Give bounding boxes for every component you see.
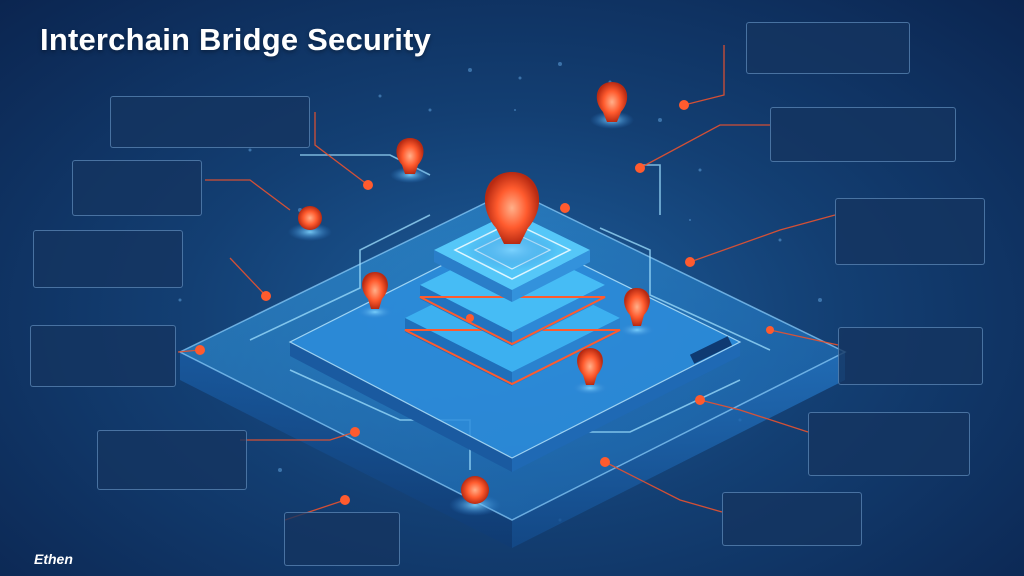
callout-box <box>770 107 956 162</box>
callout-box <box>835 198 985 265</box>
brand-logo: Ethen <box>34 551 73 567</box>
callout-box <box>33 230 183 288</box>
connector-dots <box>195 100 774 505</box>
connector-lines <box>177 45 839 521</box>
page-title: Interchain Bridge Security <box>40 22 432 57</box>
callout-box <box>30 325 176 387</box>
core-stack <box>404 212 621 386</box>
callout-box <box>746 22 910 74</box>
callout-box <box>808 412 970 476</box>
callout-box <box>72 160 202 216</box>
callout-box <box>722 492 862 546</box>
callout-box <box>110 96 310 148</box>
callout-box <box>284 512 400 566</box>
callout-box <box>838 327 983 385</box>
callout-box <box>97 430 247 490</box>
glow-nodes <box>288 82 655 516</box>
